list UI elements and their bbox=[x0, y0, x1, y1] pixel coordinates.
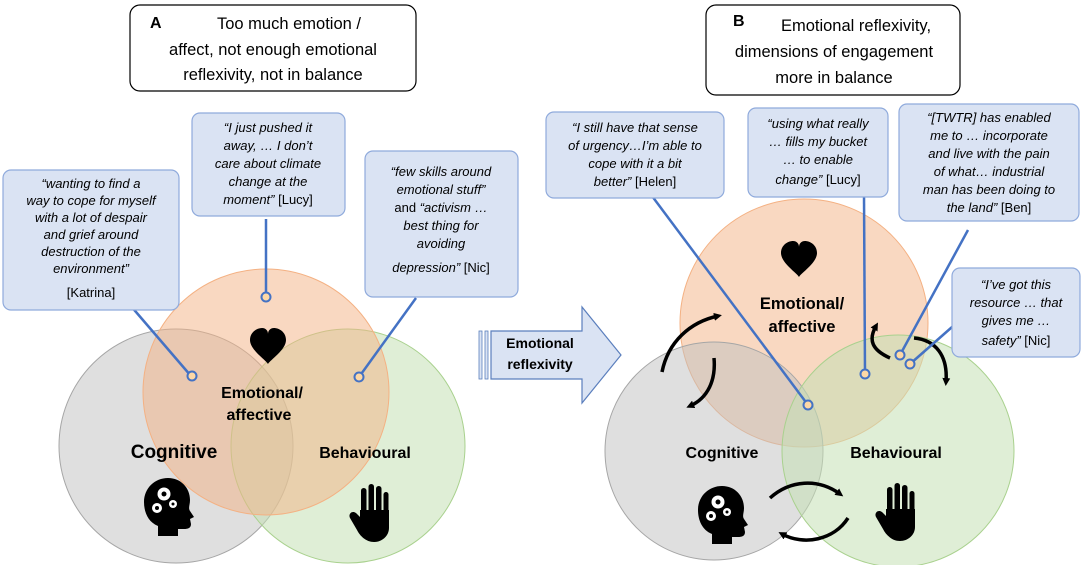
lucy-b-connector bbox=[862, 194, 867, 375]
ben-quote-last: the land” [Ben] bbox=[947, 200, 1032, 215]
nic-a-connector-dot bbox=[353, 371, 365, 383]
cycle-arrow-icon bbox=[660, 312, 722, 373]
nic-b-quote-callout: “I’ve got this resource … that gives me … bbox=[951, 267, 1081, 358]
lucy-a-quote-callout: “I just pushed it away, … I don’t care a… bbox=[191, 112, 346, 217]
katrina-quote-line: destruction of the bbox=[41, 244, 141, 259]
ben-quote-line: “[TWTR] has enabled bbox=[927, 110, 1051, 125]
panel-b-behavioural-circle bbox=[781, 334, 1015, 565]
cycle-arrow-icon bbox=[913, 336, 951, 386]
panel-b-label: B bbox=[733, 13, 745, 30]
panel-a-header-box bbox=[129, 4, 417, 92]
ben-connector bbox=[898, 229, 970, 356]
cycle-arrow-icon bbox=[686, 357, 717, 409]
nic-a-quote-line: “few skills around bbox=[391, 164, 492, 179]
ben-connector-dot bbox=[894, 349, 906, 361]
helen-connector bbox=[650, 195, 810, 406]
panel-a-header-line-1: Too much emotion / bbox=[217, 15, 361, 33]
panel-a-behavioural-label: Behavioural bbox=[319, 445, 411, 462]
lucy-a-quote-line: “I just pushed it bbox=[224, 120, 314, 135]
panel-a-emotional-label-2: affective bbox=[227, 407, 292, 424]
lucy-b-quote-line: … to enable bbox=[783, 152, 853, 167]
arrow-label-1: Emotional bbox=[506, 335, 574, 351]
lucy-b-quote-line: … fills my bucket bbox=[769, 134, 869, 149]
lucy-b-quote-line: “using what really bbox=[767, 116, 870, 131]
ben-quote-line: man has been doing to bbox=[923, 182, 1055, 197]
nic-a-quote-callout: “few skills around emotional stuff” and … bbox=[364, 150, 519, 298]
panel-a-label: A bbox=[150, 15, 162, 32]
nic-b-connector-dot bbox=[904, 358, 916, 370]
katrina-quote-line: with a lot of despair bbox=[35, 210, 148, 225]
katrina-connector-dot bbox=[186, 370, 198, 382]
nic-a-quote-line: emotional stuff” bbox=[397, 182, 487, 197]
nic-a-quote-line: avoiding bbox=[417, 236, 466, 251]
panel-b-emotional-label-1: Emotional/ bbox=[760, 295, 845, 313]
nic-b-quote-line: resource … that bbox=[970, 295, 1064, 310]
panel-b-header-box bbox=[705, 4, 961, 96]
katrina-connector bbox=[129, 304, 192, 377]
katrina-quote-line: way to cope for myself bbox=[26, 193, 157, 208]
panel-b: B Emotional reflexivity, dimensions of e… bbox=[545, 4, 1081, 565]
panel-b-behavioural-label: Behavioural bbox=[850, 445, 942, 462]
lucy-a-quote-line: care about climate bbox=[215, 156, 321, 171]
panel-b-header-line-3: more in balance bbox=[775, 69, 892, 87]
ben-quote-line: and live with the pain bbox=[928, 146, 1049, 161]
lucy-b-quote-last: change” [Lucy] bbox=[775, 172, 860, 187]
panel-b-header-line-1: Emotional reflexivity, bbox=[781, 17, 931, 35]
panel-a-header-line-2: affect, not enough emotional bbox=[169, 41, 377, 59]
katrina-quote-line: and grief around bbox=[44, 227, 139, 242]
nic-a-quote-line: best thing for bbox=[403, 218, 479, 233]
panel-b-header-line-2: dimensions of engagement bbox=[735, 43, 934, 61]
ben-quote-line: of what… industrial bbox=[934, 164, 1046, 179]
nic-a-quote-line-3: and “activism … bbox=[394, 200, 487, 215]
lucy-b-quote-callout: “using what really … fills my bucket … t… bbox=[747, 107, 889, 198]
emotional-reflexivity-arrow: Emotional reflexivity bbox=[478, 305, 622, 405]
helen-quote-last: better” [Helen] bbox=[594, 174, 676, 189]
katrina-quote-line: “wanting to find a bbox=[41, 176, 140, 191]
helen-quote-callout: “I still have that sense of urgency…I’m … bbox=[545, 111, 725, 199]
ben-quote-line: me to … incorporate bbox=[930, 128, 1048, 143]
katrina-quote-line: environment” bbox=[53, 261, 130, 276]
helen-connector-dot bbox=[802, 399, 814, 411]
lucy-b-connector-dot bbox=[859, 368, 871, 380]
nic-b-quote-line: “I’ve got this bbox=[981, 277, 1052, 292]
lucy-a-quote-line: away, … I don’t bbox=[224, 138, 314, 153]
panel-a: A Too much emotion / affect, not enough … bbox=[2, 4, 519, 564]
panel-a-header-line-3: reflexivity, not in balance bbox=[183, 66, 362, 84]
nic-a-quote-last: depression” [Nic] bbox=[392, 260, 490, 275]
panel-b-emotional-label-2: affective bbox=[769, 318, 836, 336]
panel-b-cognitive-label: Cognitive bbox=[686, 445, 759, 462]
panel-a-cognitive-label: Cognitive bbox=[131, 442, 218, 463]
helen-quote-line: “I still have that sense bbox=[572, 120, 698, 135]
cycle-arrow-icon bbox=[778, 517, 850, 542]
panel-a-emotional-label-1: Emotional/ bbox=[221, 385, 303, 402]
nic-b-quote-line: gives me … bbox=[982, 313, 1051, 328]
ben-quote-callout: “[TWTR] has enabled me to … incorporate … bbox=[898, 103, 1080, 222]
lucy-a-connector-dot bbox=[260, 291, 272, 303]
lucy-a-quote-line: change at the bbox=[229, 174, 308, 189]
arrow-label-2: reflexivity bbox=[507, 356, 573, 372]
cycle-arrow-icon bbox=[870, 322, 891, 360]
katrina-speaker: [Katrina] bbox=[67, 285, 115, 300]
nic-b-quote-last: safety” [Nic] bbox=[982, 333, 1051, 348]
katrina-quote-callout: “wanting to find a way to cope for mysel… bbox=[2, 169, 180, 311]
cycle-arrow-icon bbox=[768, 481, 844, 500]
big-arrow-icon bbox=[490, 305, 622, 405]
helen-quote-line: cope with it a bit bbox=[588, 156, 683, 171]
lucy-a-quote-last: moment” [Lucy] bbox=[223, 192, 313, 207]
nic-a-connector bbox=[357, 297, 418, 378]
helen-quote-line: of urgency…I’m able to bbox=[568, 138, 702, 153]
